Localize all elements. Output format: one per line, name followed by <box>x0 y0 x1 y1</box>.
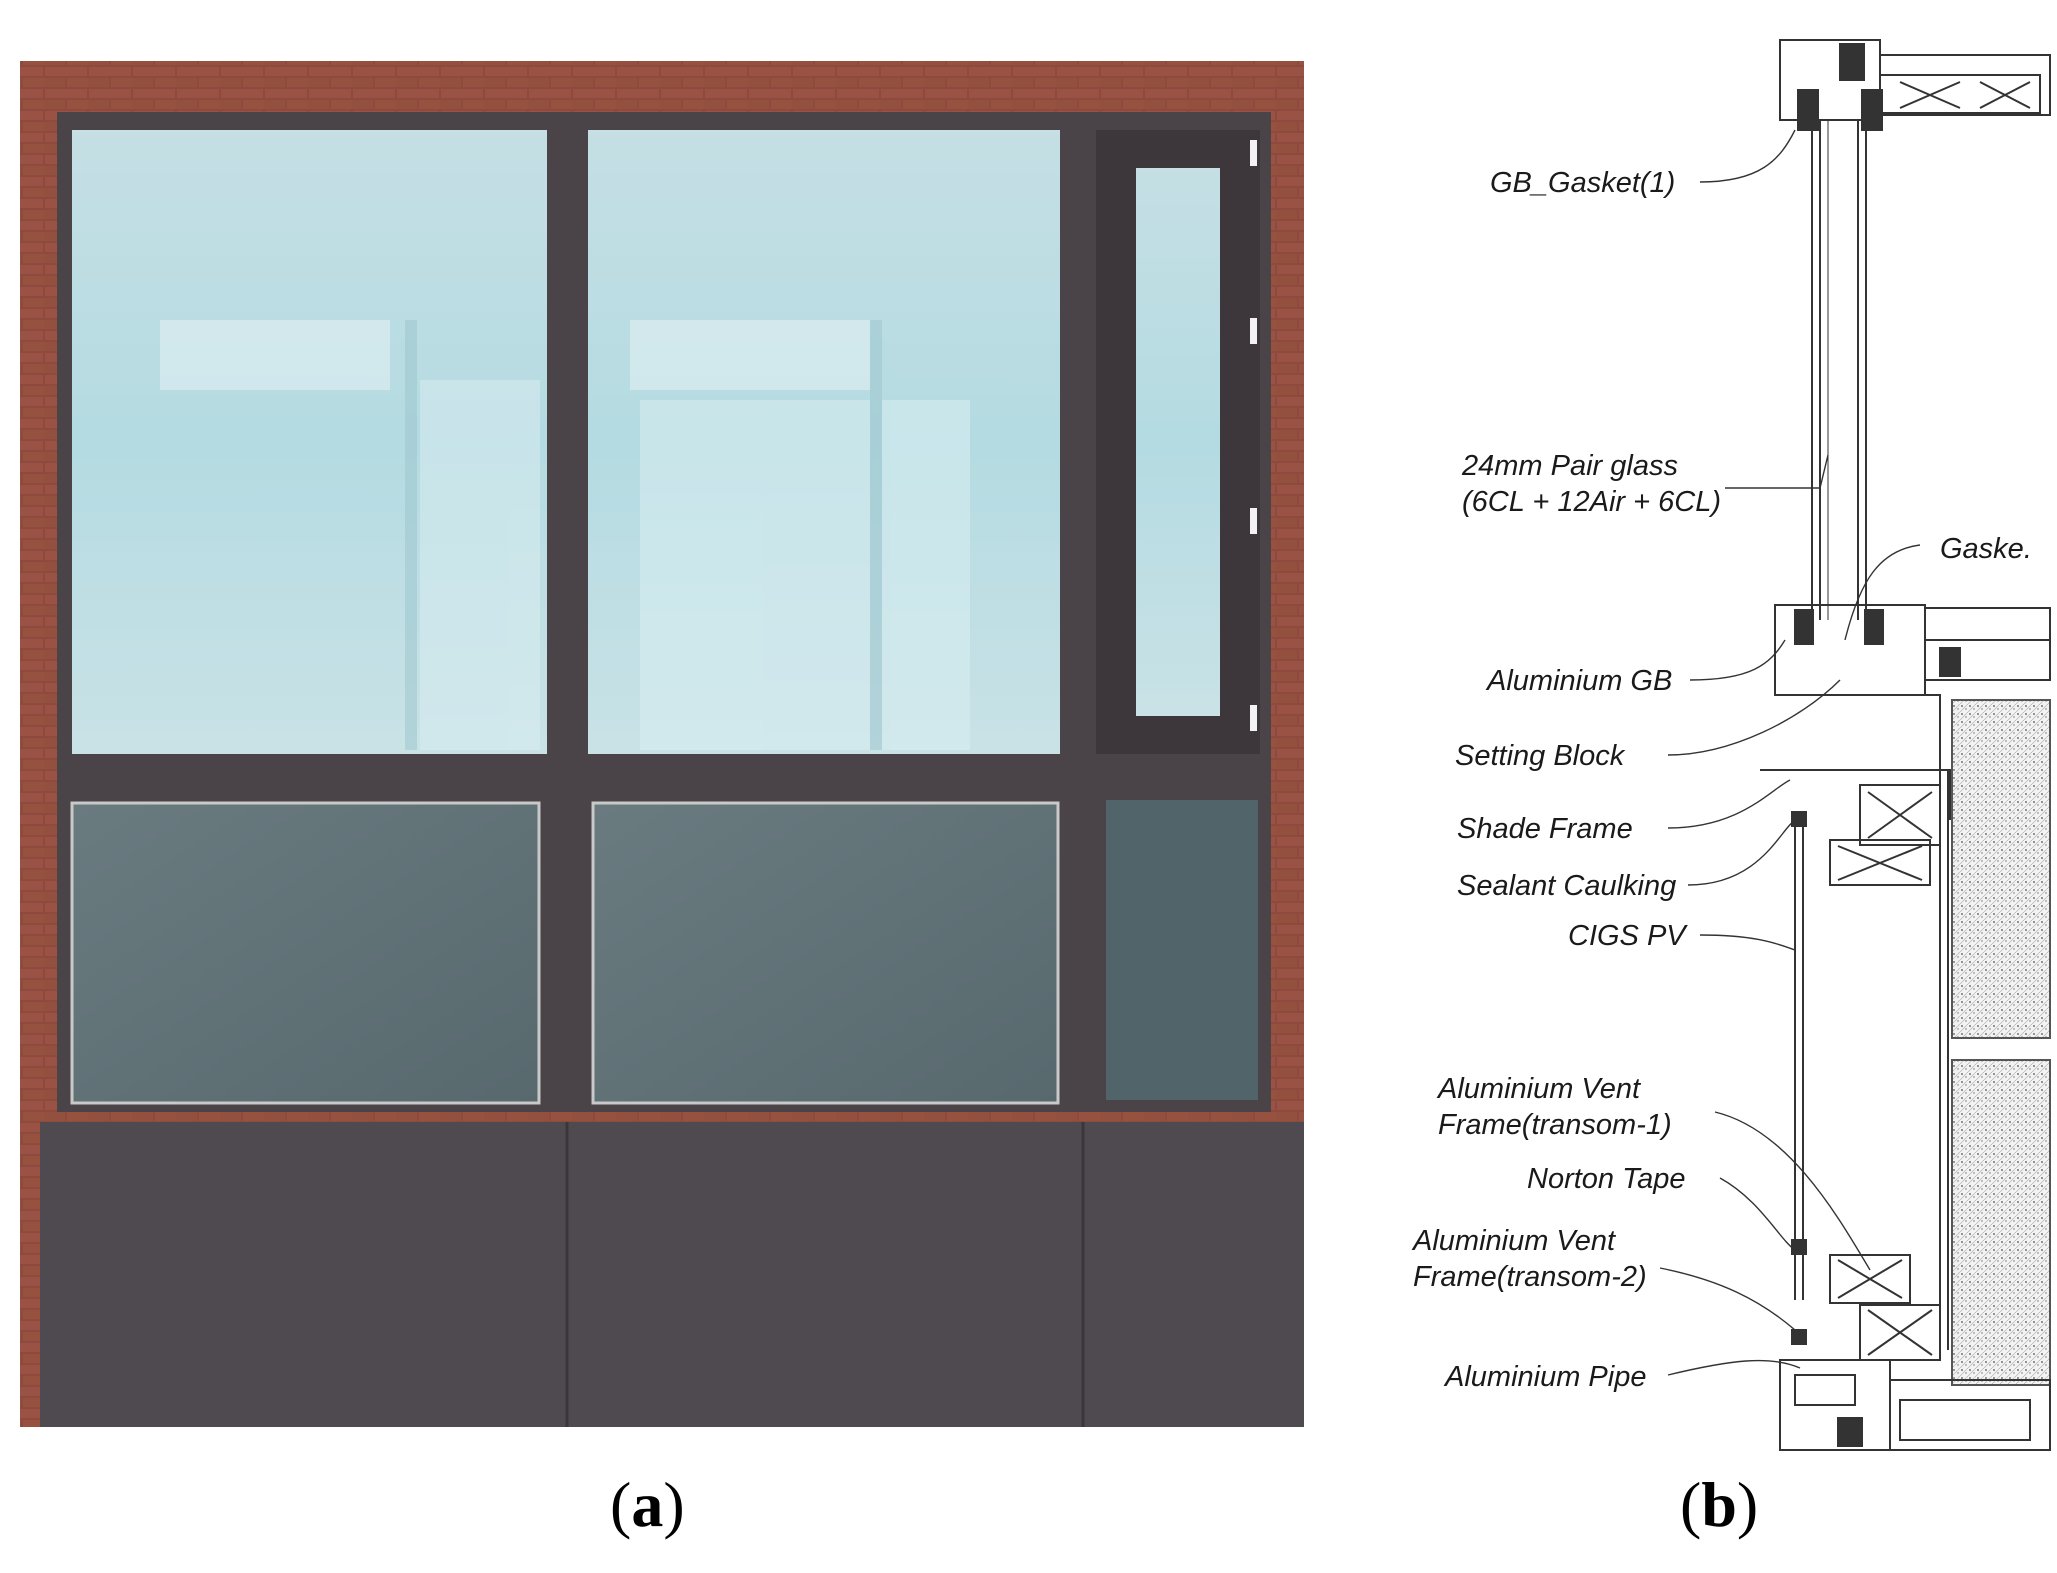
callout-gasket: Gaske. <box>1940 533 2032 565</box>
callout-shade-frame: Shade Frame <box>1457 813 1633 845</box>
callout-cigs-pv: CIGS PV <box>1568 920 1688 952</box>
pv-panel-right <box>1106 800 1258 1100</box>
facade-photo <box>20 61 1304 1427</box>
panel-a-label: (a) <box>610 1469 685 1540</box>
interior-reflection <box>160 320 970 750</box>
panel-b-label: (b) <box>1680 1469 1759 1540</box>
callout-pair-glass: 24mm Pair glass (6CL + 12Air + 6CL) <box>1461 450 1721 518</box>
side-window-glass <box>1136 168 1220 716</box>
callout-gb-gasket: GB_Gasket(1) <box>1490 167 1675 199</box>
callout-vent-frame-2: Aluminium Vent Frame(transom-2) <box>1411 1225 1647 1293</box>
leader-lines <box>1659 129 1921 1376</box>
insulation-upper <box>1951 699 2051 1039</box>
callout-aluminium-gb: Aluminium GB <box>1485 665 1672 697</box>
callout-sealant-caulking: Sealant Caulking <box>1457 870 1676 902</box>
callout-setting-block: Setting Block <box>1455 740 1626 772</box>
callout-labels: GB_Gasket(1) 24mm Pair glass (6CL + 12Ai… <box>1411 167 2032 1393</box>
pv-panel-left <box>70 801 541 1105</box>
insulation-lower <box>1951 1059 2051 1386</box>
callout-norton-tape: Norton Tape <box>1527 1163 1686 1195</box>
section-drawing <box>1659 39 2051 1451</box>
callout-vent-frame-1: Aluminium Vent Frame(transom-1) <box>1436 1073 1672 1141</box>
pv-panel-center <box>591 801 1060 1105</box>
hinge-icons <box>1250 140 1257 731</box>
spandrel-panel <box>40 1122 1304 1427</box>
callout-aluminium-pipe: Aluminium Pipe <box>1443 1361 1646 1393</box>
